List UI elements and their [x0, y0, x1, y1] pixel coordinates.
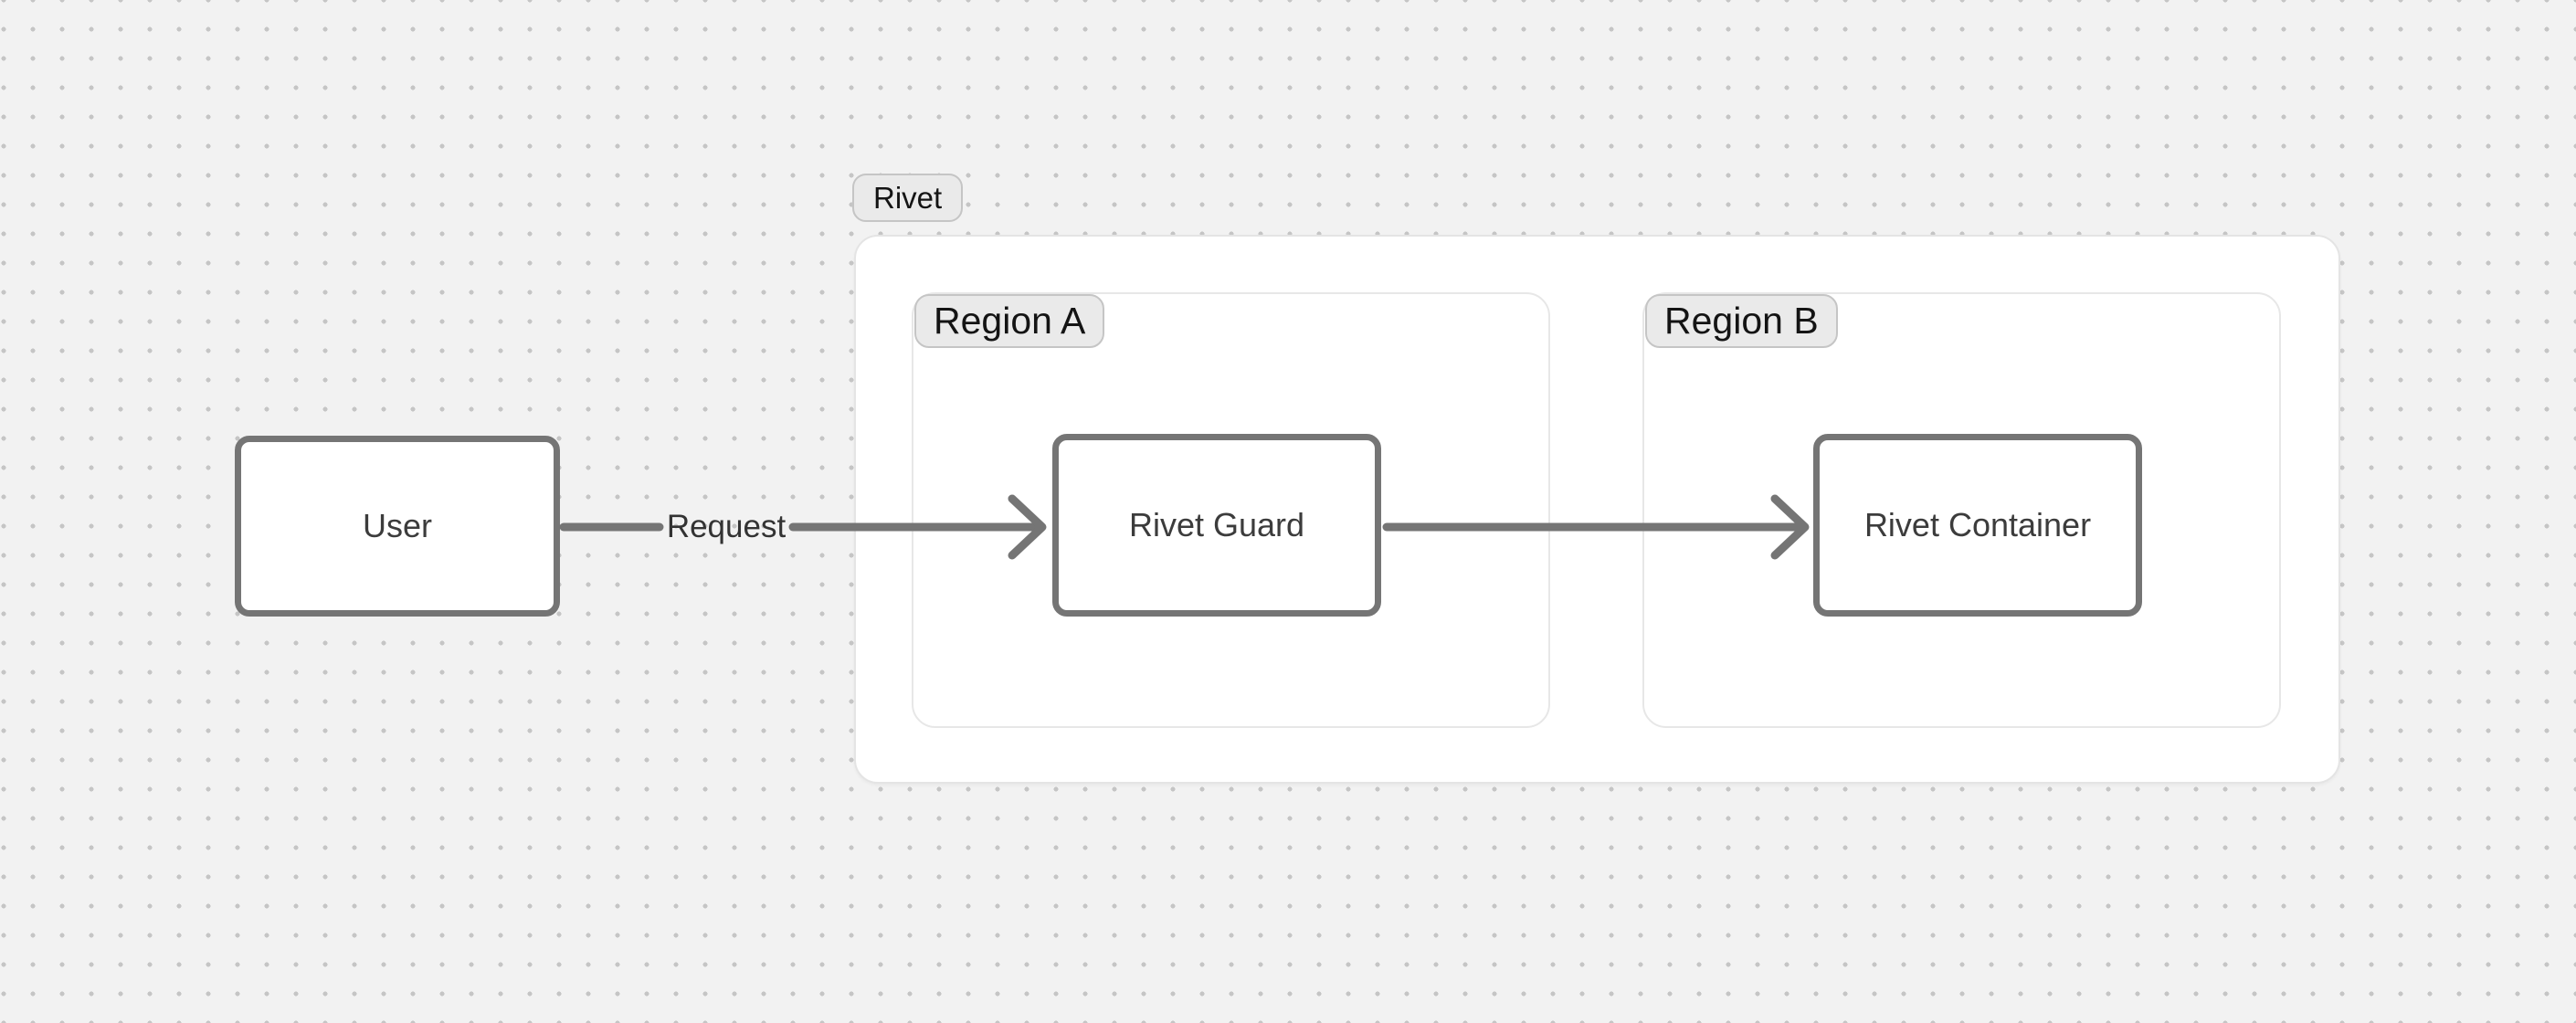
node-rivet-guard-label: Rivet Guard	[1128, 506, 1305, 543]
node-user: User	[235, 436, 560, 617]
node-rivet-guard: Rivet Guard	[1052, 434, 1381, 617]
edge-label-request: Request	[666, 509, 787, 544]
node-user-label: User	[362, 507, 432, 544]
node-rivet-container-label: Rivet Container	[1863, 506, 2092, 543]
node-rivet-container: Rivet Container	[1813, 434, 2142, 617]
group-label-rivet: Rivet	[852, 174, 964, 222]
region-b-label: Region B	[1645, 294, 1838, 348]
region-a-label: Region A	[914, 294, 1105, 348]
